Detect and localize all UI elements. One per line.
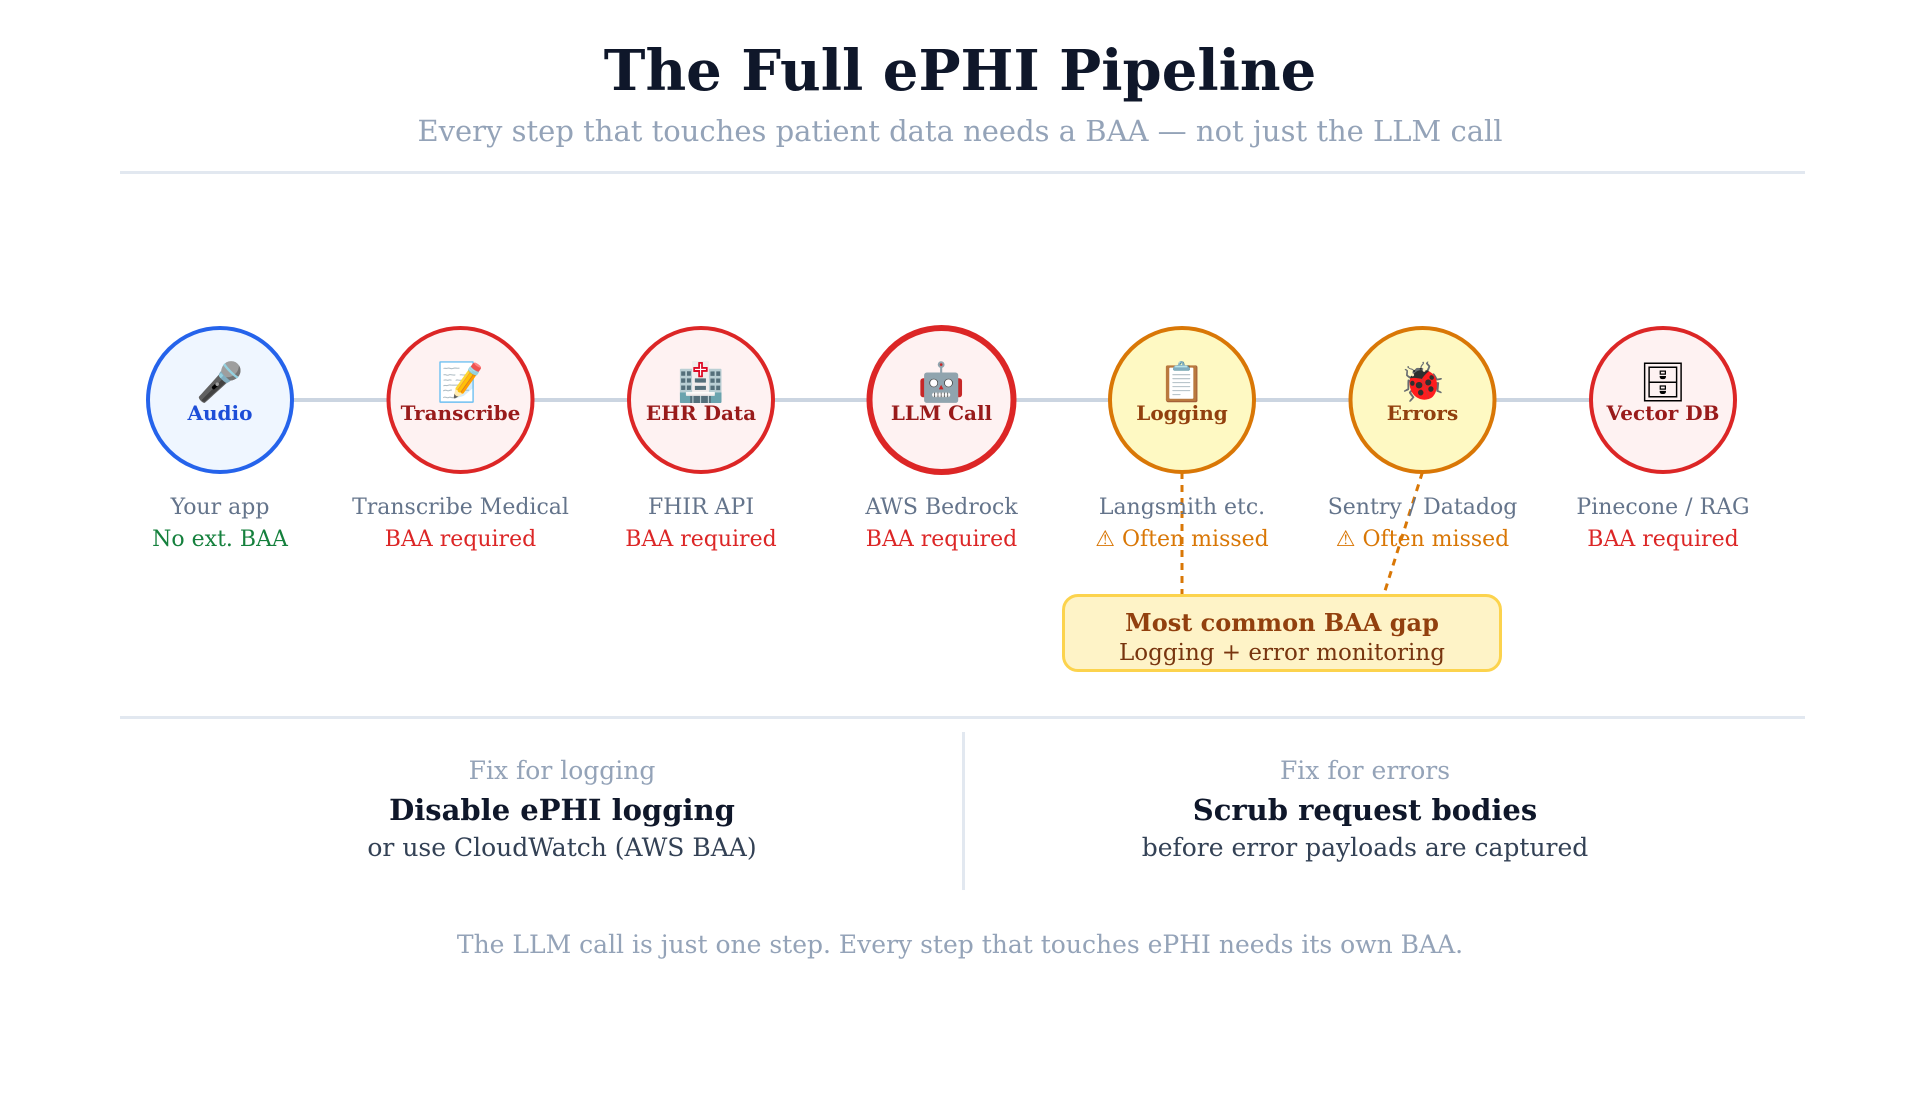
pipeline-node-label: Errors	[1387, 401, 1458, 425]
pipeline-node-circle	[146, 326, 294, 474]
pipeline-node-status: BAA required	[625, 527, 776, 552]
fix-logging: Fix for logging Disable ePHI logging or …	[162, 756, 962, 862]
pipeline-node-description: Pinecone / RAG	[1576, 495, 1749, 520]
fix-logging-sub: or use CloudWatch (AWS BAA)	[367, 833, 757, 862]
pipeline-node-description: Sentry / Datadog	[1328, 495, 1518, 520]
pipeline-node-description: Transcribe Medical	[352, 495, 569, 520]
page-title: The Full ePHI Pipeline	[603, 38, 1317, 104]
pipeline-node-description: Your app	[170, 495, 270, 520]
fix-column-divider	[962, 732, 965, 890]
baa-gap-callout: Most common BAA gap Logging + error moni…	[1062, 594, 1502, 672]
fix-logging-main: Disable ePHI logging	[389, 793, 735, 827]
fix-logging-heading: Fix for logging	[468, 756, 656, 785]
fix-errors-heading: Fix for errors	[1279, 756, 1451, 785]
pipeline-node-status: BAA required	[866, 527, 1017, 552]
document-icon: 📝	[437, 360, 484, 404]
pipeline-node-status: ⚠ Often missed	[1336, 527, 1510, 552]
pipeline-node-description: Langsmith etc.	[1099, 495, 1265, 520]
errors-callout-leader	[1382, 471, 1424, 595]
middle-divider	[120, 716, 1805, 719]
fix-errors-sub: before error payloads are captured	[1141, 833, 1589, 862]
hospital-icon: 🏥	[677, 360, 724, 404]
log-icon: 📋	[1158, 360, 1205, 404]
pipeline-node-circle	[866, 325, 1017, 475]
pipeline-node-status: BAA required	[385, 527, 536, 552]
pipeline-node-label: Logging	[1136, 401, 1228, 425]
pipeline-node-circle	[1108, 326, 1256, 474]
pipeline-node-circle	[386, 326, 535, 474]
top-divider	[120, 171, 1805, 174]
callout-title: Most common BAA gap	[1125, 608, 1439, 637]
pipeline-node-label: EHR Data	[646, 401, 756, 425]
microphone-icon: 🎤	[196, 359, 243, 404]
fix-errors-main: Scrub request bodies	[1192, 793, 1538, 827]
pipeline-node-description: FHIR API	[648, 495, 754, 520]
callout-subtitle: Logging + error monitoring	[1119, 640, 1445, 666]
fix-errors: Fix for errors Scrub request bodies befo…	[965, 756, 1765, 862]
page-subtitle: Every step that touches patient data nee…	[417, 114, 1503, 148]
pipeline-node-circle	[1589, 326, 1737, 474]
pipeline-node-label: Transcribe	[401, 401, 521, 425]
pipeline-node-label: LLM Call	[891, 401, 993, 425]
pipeline-node-label: Audio	[187, 401, 253, 425]
pipeline-node-circle	[1348, 326, 1497, 474]
footnote: The LLM call is just one step. Every ste…	[456, 930, 1464, 959]
pipeline-node-circle	[627, 326, 775, 474]
database-icon: 🗄	[1639, 360, 1687, 404]
pipeline-node-label: Vector DB	[1606, 401, 1720, 425]
bug-icon: 🐞	[1399, 360, 1446, 404]
pipeline-node-description: AWS Bedrock	[864, 495, 1018, 520]
robot-icon: 🤖	[918, 360, 965, 404]
pipeline-node-status: BAA required	[1587, 527, 1738, 552]
pipeline-node-status: No ext. BAA	[152, 527, 289, 552]
pipeline-node-status: ⚠ Often missed	[1095, 527, 1269, 552]
